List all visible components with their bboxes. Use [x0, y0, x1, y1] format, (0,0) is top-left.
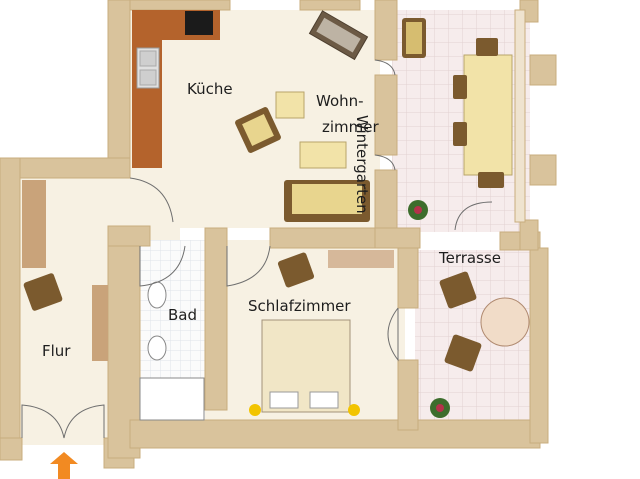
living-room-furniture	[235, 10, 428, 222]
bath-fixtures	[139, 281, 205, 421]
door-bad	[139, 245, 186, 287]
wall-winter-pillar-2	[529, 154, 557, 186]
dining-chair-1	[476, 38, 498, 56]
kitchen	[132, 10, 220, 168]
room-label-kueche: Küche	[187, 80, 233, 98]
toilet-icon	[147, 335, 167, 361]
washbasin-icon	[147, 281, 167, 309]
wall-bottom-left-corner	[0, 437, 23, 461]
room-label-flur: Flur	[42, 342, 71, 360]
lamp-icon	[249, 404, 261, 416]
door-winter-terrasse	[454, 201, 493, 231]
dining-table-icon	[463, 54, 513, 176]
armchair-icon	[235, 107, 281, 153]
stove-icon	[185, 11, 213, 35]
dining-chair-2	[453, 75, 467, 99]
bedroom-chair-icon	[277, 252, 315, 288]
room-label-terrasse: Terrasse	[439, 249, 501, 267]
arrow-up-icon	[50, 452, 78, 479]
wintergarten-furniture	[402, 18, 513, 188]
wall-winter-pillar-1	[529, 54, 557, 86]
wall-top-left	[129, 0, 231, 11]
bedroom-furniture	[249, 250, 394, 416]
doors	[21, 59, 493, 439]
room-label-wohnzimmer-2: zimmer	[322, 118, 379, 136]
wall-winter-bottom-right	[519, 219, 539, 251]
shower-icon	[139, 377, 205, 421]
door-winter-2	[374, 154, 396, 171]
lamp-icon	[348, 404, 360, 416]
walls	[0, 0, 557, 469]
door-terrasse	[387, 307, 399, 362]
wall-top-mid	[299, 0, 361, 11]
wall-wohn-right-mid	[374, 74, 398, 156]
round-table-icon	[480, 297, 530, 347]
wall-bad-schlaf	[204, 227, 228, 411]
wall-winter-glass	[514, 9, 526, 223]
wall-flur-top	[0, 157, 131, 179]
cabinet-icon	[308, 10, 369, 61]
terrace-chair-2	[444, 334, 482, 372]
shelf-icon	[92, 285, 108, 361]
flur-chair-icon	[23, 273, 63, 311]
wall-bad-top-left	[107, 225, 151, 247]
wall-junction	[374, 227, 421, 249]
door-schlaf	[226, 245, 271, 287]
room-label-bad: Bad	[168, 306, 198, 324]
dining-chair-3	[453, 122, 467, 146]
terrasse-furniture	[430, 271, 530, 418]
side-table-icon	[275, 91, 305, 119]
wall-terrasse-right	[529, 247, 549, 444]
coffee-table-icon	[299, 141, 347, 169]
terrace-chair-1	[439, 271, 477, 309]
wardrobe-icon	[328, 250, 394, 268]
door-winter-1	[374, 59, 396, 76]
dining-chair-4	[478, 172, 504, 188]
wall-kitchen-left	[107, 0, 131, 179]
room-label-wintergarten: Wintergarten	[353, 115, 371, 214]
room-label-schlafzimmer: Schlafzimmer	[248, 297, 351, 315]
door-kitchen-flur	[129, 177, 174, 223]
wall-bottom	[129, 419, 541, 449]
door-entrance	[21, 404, 105, 439]
room-label-wohnzimmer-1: Wohn-	[316, 92, 364, 110]
bench-icon	[22, 180, 46, 268]
wall-wohn-right-top	[374, 0, 398, 61]
wall-flur-left	[0, 157, 21, 456]
flur-furniture	[22, 180, 108, 361]
wall-schlaf-right-bottom	[397, 359, 419, 431]
wall-wohn-right-bottom	[374, 169, 398, 231]
